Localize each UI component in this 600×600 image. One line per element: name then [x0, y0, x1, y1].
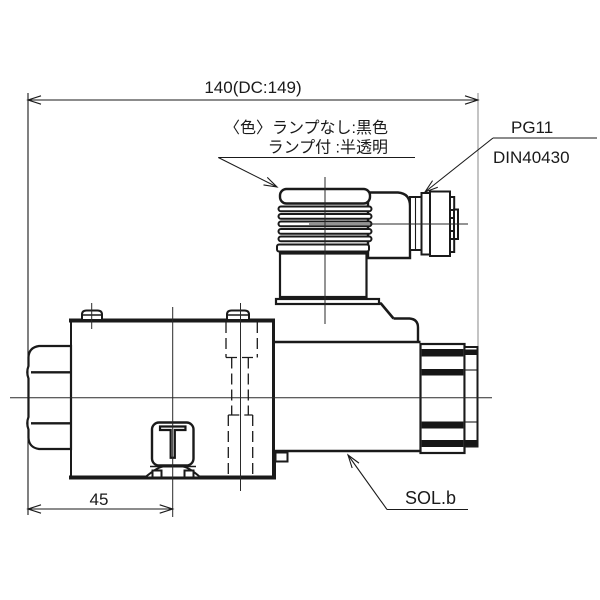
connector-flange [274, 297, 381, 306]
color-note: 〈色〉ランプなし:黒色 ランプ付 :半透明 [218, 119, 415, 188]
knurl-cap [419, 342, 466, 455]
din-connector [274, 187, 459, 306]
dimension-overall: 140(DC:149) [26, 78, 480, 515]
solenoid-fill [275, 303, 421, 451]
knurl-tip-bands [464, 349, 478, 446]
gland-note: PG11 DIN40430 [423, 118, 597, 194]
drain-foot-left [151, 469, 163, 479]
sol-label: SOL.b [405, 488, 456, 508]
sol-leader [346, 453, 388, 510]
gland-note-pg11: PG11 [511, 118, 553, 137]
knurl-tip [463, 346, 479, 448]
gland-note-din: DIN40430 [493, 148, 570, 167]
drain-foot-right [183, 469, 195, 479]
connector-housing [366, 191, 412, 260]
hidden-bolt-hole [225, 322, 258, 477]
solenoid-corner-block [393, 317, 420, 342]
color-note-line1: 〈色〉ランプなし:黒色 [224, 119, 388, 137]
knurl-bands [421, 349, 464, 447]
connector-collar [276, 243, 370, 253]
gland-note-leader [423, 137, 494, 194]
dimension-drain-label: 45 [90, 490, 109, 509]
centerlines [10, 177, 492, 491]
solenoid-bottom-tab [274, 451, 289, 463]
solenoid [274, 302, 479, 463]
solenoid-chamfer [379, 302, 395, 320]
dimension-drain: 45 [26, 488, 175, 517]
sol-note: SOL.b [346, 453, 468, 511]
color-note-leader [218, 157, 279, 188]
color-note-line2: ランプ付 :半透明 [268, 139, 388, 157]
connector-neck [278, 252, 368, 299]
dimension-overall-label: 140(DC:149) [204, 78, 301, 97]
